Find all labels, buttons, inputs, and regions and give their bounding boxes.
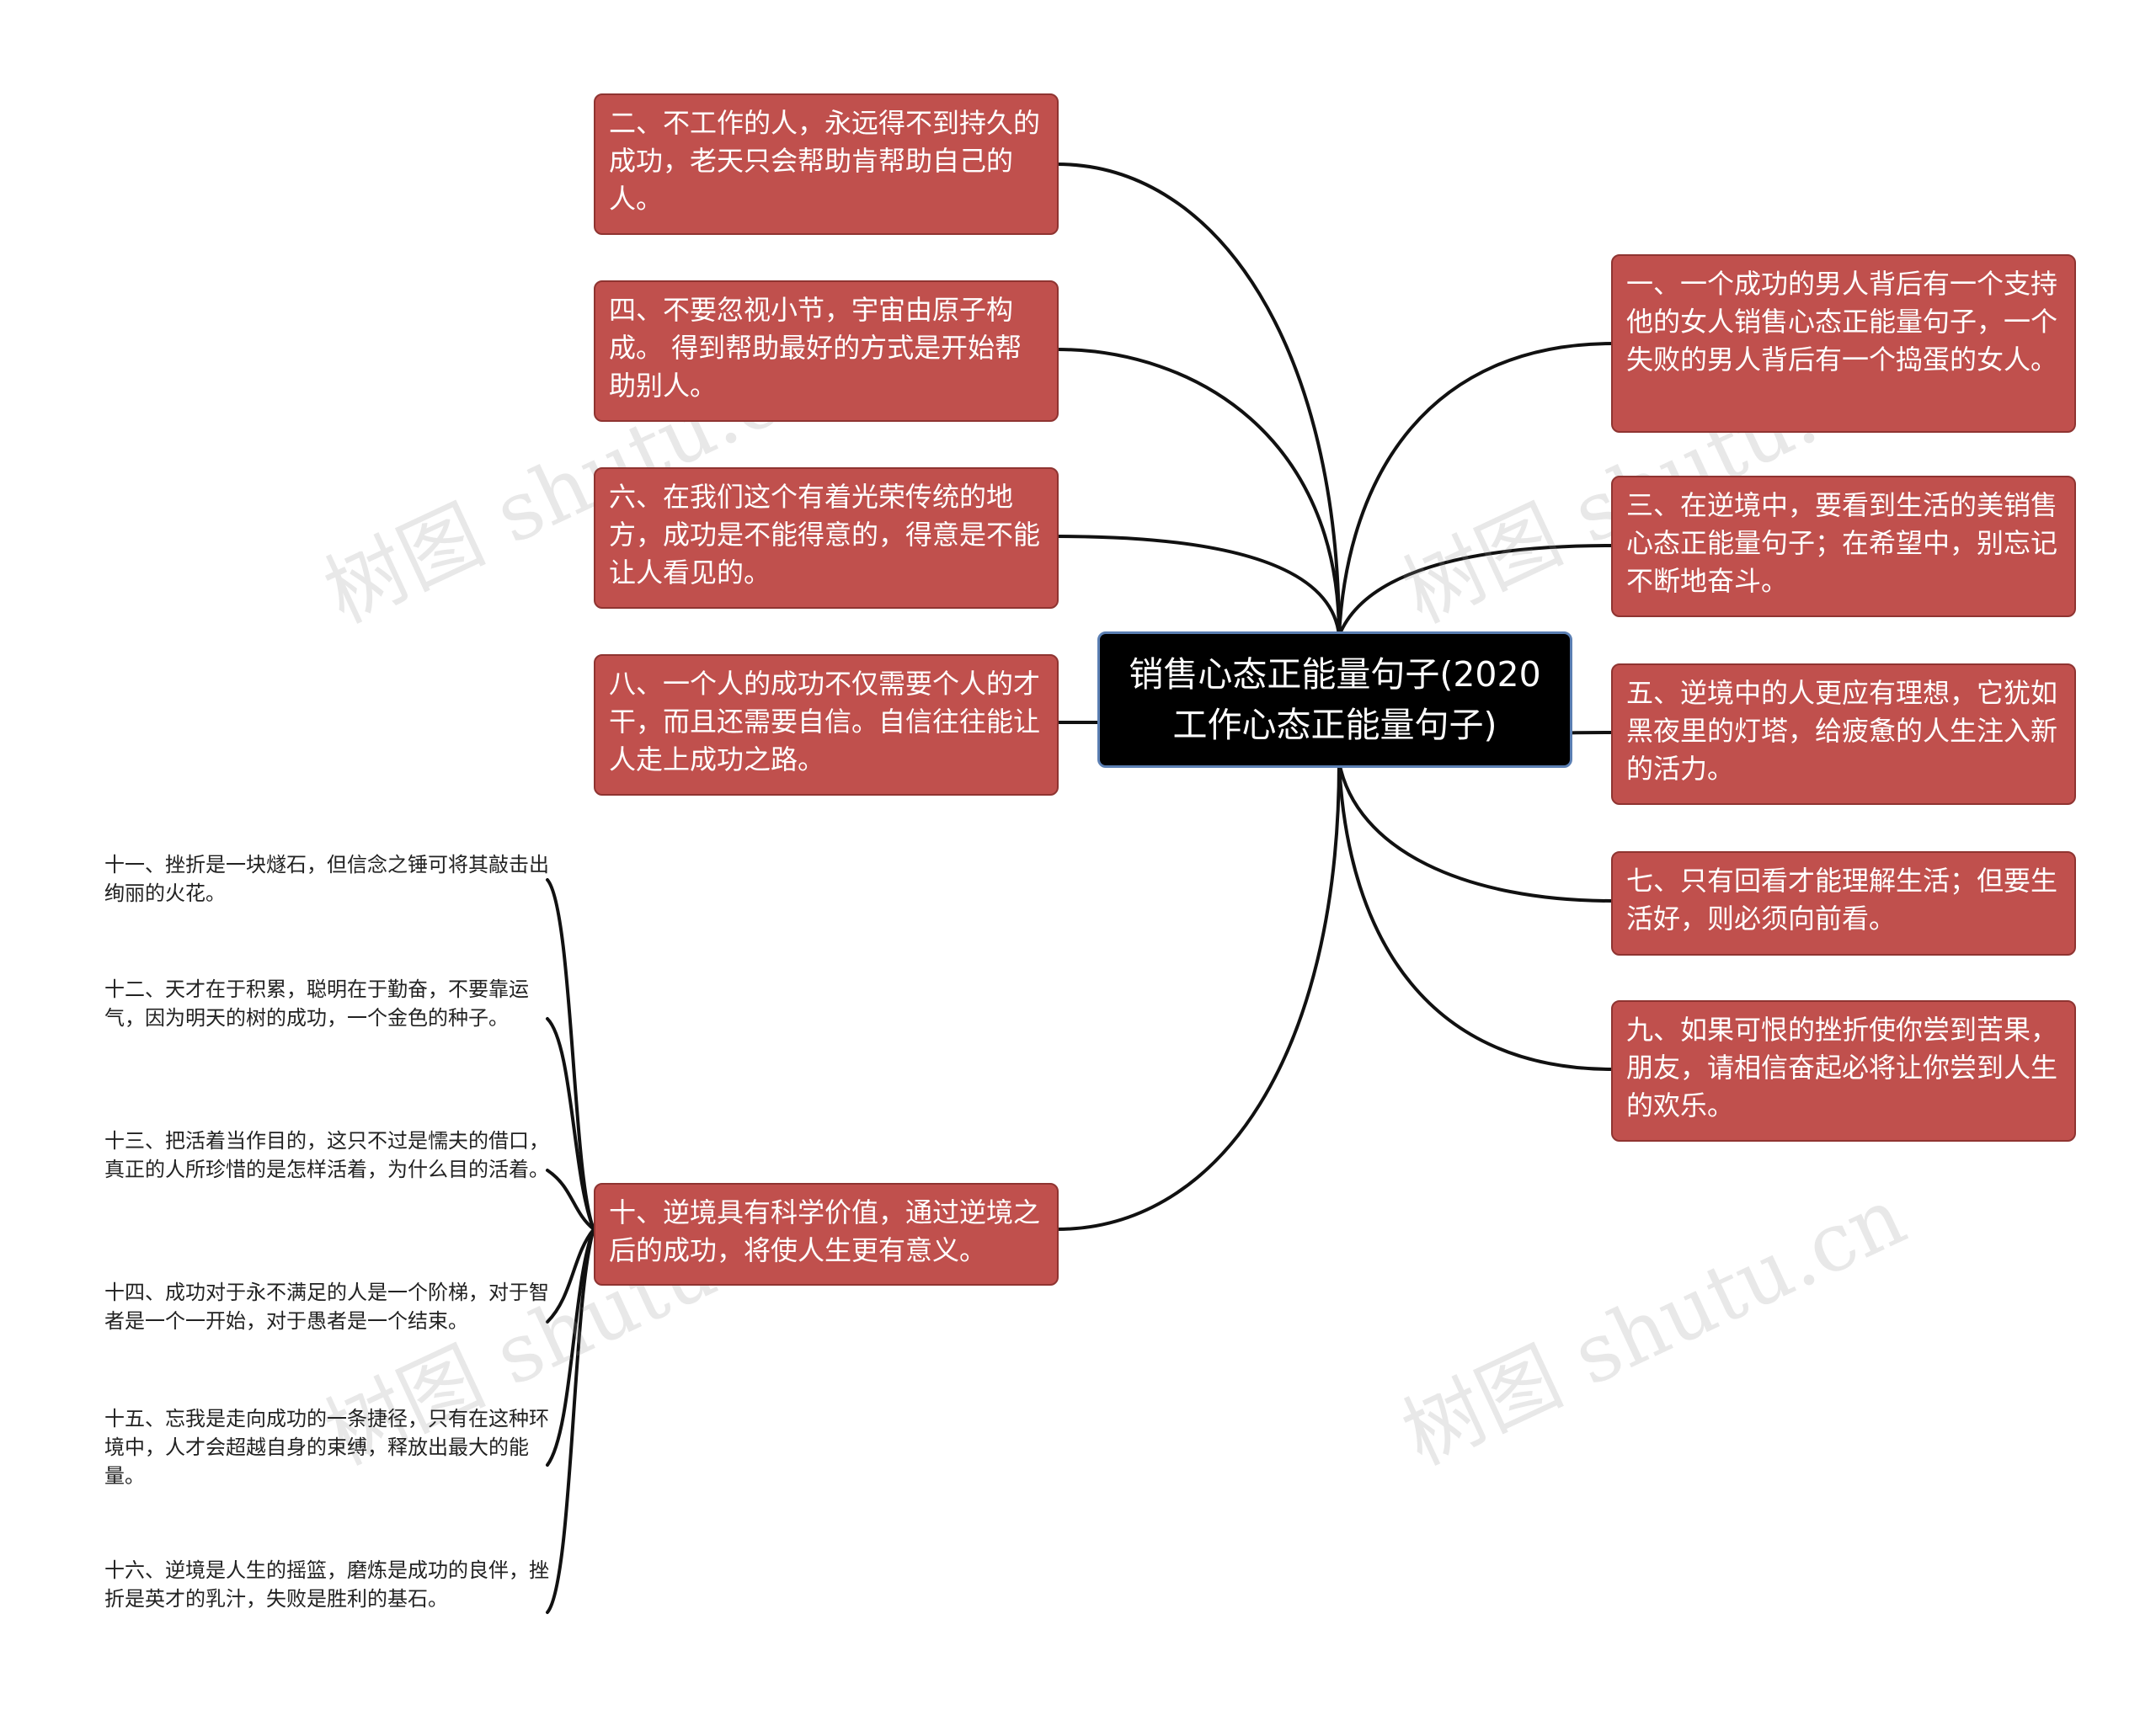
link-l10-c14 xyxy=(546,1228,595,1324)
leaf-text: 十五、忘我是走向成功的一条捷径，只有在这种环境中，人才会超越自身的束缚，释放出最… xyxy=(104,1407,549,1488)
leaf-15[interactable]: 十五、忘我是走向成功的一条捷径，只有在这种环境中，人才会超越自身的束缚，释放出最… xyxy=(104,1404,551,1490)
leaf-text: 十二、天才在于积累，聪明在于勤奋，不要靠运气，因为明天的树的成功，一个金色的种子… xyxy=(104,978,529,1030)
leaf-11[interactable]: 十一、挫折是一块燧石，但信念之锤可将其敲击出绚丽的火花。 xyxy=(104,850,551,908)
leaf-14[interactable]: 十四、成功对于永不满足的人是一个阶梯，对于智者是一个一开始，对于愚者是一个结束。 xyxy=(104,1278,551,1335)
node-6[interactable]: 六、在我们这个有着光荣传统的地方，成功是不能得意的，得意是不能让人看见的。 xyxy=(594,467,1059,609)
node-7[interactable]: 七、只有回看才能理解生活；但要生活好，则必须向前看。 xyxy=(1611,851,2076,956)
node-text: 六、在我们这个有着光荣传统的地方，成功是不能得意的，得意是不能让人看见的。 xyxy=(609,481,1041,589)
link-root-r1 xyxy=(1337,342,1614,637)
node-text: 四、不要忽视小节，宇宙由原子构成。 得到帮助最好的方式是开始帮助别人。 xyxy=(609,294,1022,402)
node-text: 七、只有回看才能理解生活；但要生活好，则必须向前看。 xyxy=(1626,865,2058,935)
leaf-16[interactable]: 十六、逆境是人生的摇篮，磨炼是成功的良伴，挫折是英才的乳汁，失败是胜利的基石。 xyxy=(104,1556,551,1613)
node-1[interactable]: 一、一个成功的男人背后有一个支持他的女人销售心态正能量句子，一个失败的男人背后有… xyxy=(1611,254,2076,433)
link-root-l4 xyxy=(1055,348,1341,637)
link-l10-c12 xyxy=(546,1017,595,1231)
leaf-text: 十六、逆境是人生的摇篮，磨炼是成功的良伴，挫折是英才的乳汁，失败是胜利的基石。 xyxy=(104,1558,549,1611)
node-8[interactable]: 八、一个人的成功不仅需要个人的才干，而且还需要自信。自信往往能让人走上成功之路。 xyxy=(594,654,1059,796)
node-4[interactable]: 四、不要忽视小节，宇宙由原子构成。 得到帮助最好的方式是开始帮助别人。 xyxy=(594,280,1059,422)
root-label: 销售心态正能量句子(2020工作心态正能量句子) xyxy=(1129,654,1541,745)
node-text: 五、逆境中的人更应有理想，它犹如黑夜里的灯塔，给疲惫的人生注入新的活力。 xyxy=(1626,677,2058,785)
link-root-r7 xyxy=(1337,760,1614,903)
leaf-13[interactable]: 十三、把活着当作目的，这只不过是懦夫的借口，真正的人所珍惜的是怎样活着，为什么目… xyxy=(104,1127,551,1184)
node-2[interactable]: 二、不工作的人，永远得不到持久的成功，老天只会帮助肯帮助自己的人。 xyxy=(594,93,1059,235)
node-text: 八、一个人的成功不仅需要个人的才干，而且还需要自信。自信往往能让人走上成功之路。 xyxy=(609,668,1041,775)
link-root-l10 xyxy=(1055,760,1341,1231)
node-5[interactable]: 五、逆境中的人更应有理想，它犹如黑夜里的灯塔，给疲惫的人生注入新的活力。 xyxy=(1611,663,2076,805)
link-root-r3 xyxy=(1337,544,1614,637)
link-root-r9 xyxy=(1337,760,1614,1071)
root-node[interactable]: 销售心态正能量句子(2020工作心态正能量句子) xyxy=(1097,631,1572,768)
node-text: 三、在逆境中，要看到生活的美销售心态正能量句子；在希望中，别忘记不断地奋斗。 xyxy=(1626,489,2058,597)
node-text: 九、如果可恨的挫折使你尝到苦果，朋友，请相信奋起必将让你尝到人生的欢乐。 xyxy=(1626,1014,2058,1121)
leaf-text: 十四、成功对于永不满足的人是一个阶梯，对于智者是一个一开始，对于愚者是一个结束。 xyxy=(104,1281,549,1333)
node-text: 一、一个成功的男人背后有一个支持他的女人销售心态正能量句子，一个失败的男人背后有… xyxy=(1626,268,2058,376)
node-3[interactable]: 三、在逆境中，要看到生活的美销售心态正能量句子；在希望中，别忘记不断地奋斗。 xyxy=(1611,476,2076,617)
leaf-text: 十三、把活着当作目的，这只不过是懦夫的借口，真正的人所珍惜的是怎样活着，为什么目… xyxy=(104,1129,549,1181)
node-9[interactable]: 九、如果可恨的挫折使你尝到苦果，朋友，请相信奋起必将让你尝到人生的欢乐。 xyxy=(1611,1000,2076,1142)
link-l10-c13 xyxy=(546,1169,595,1231)
link-l10-c15 xyxy=(546,1228,595,1467)
leaf-12[interactable]: 十二、天才在于积累，聪明在于勤奋，不要靠运气，因为明天的树的成功，一个金色的种子… xyxy=(104,975,551,1032)
node-text: 二、不工作的人，永远得不到持久的成功，老天只会帮助肯帮助自己的人。 xyxy=(609,107,1041,215)
link-root-l2 xyxy=(1055,162,1341,637)
link-l10-c16 xyxy=(546,1228,595,1614)
node-10[interactable]: 十、逆境具有科学价值，通过逆境之后的成功，将使人生更有意义。 xyxy=(594,1183,1059,1286)
link-root-l6 xyxy=(1055,535,1341,637)
leaf-text: 十一、挫折是一块燧石，但信念之锤可将其敲击出绚丽的火花。 xyxy=(104,853,549,905)
node-text: 十、逆境具有科学价值，通过逆境之后的成功，将使人生更有意义。 xyxy=(609,1196,1041,1266)
